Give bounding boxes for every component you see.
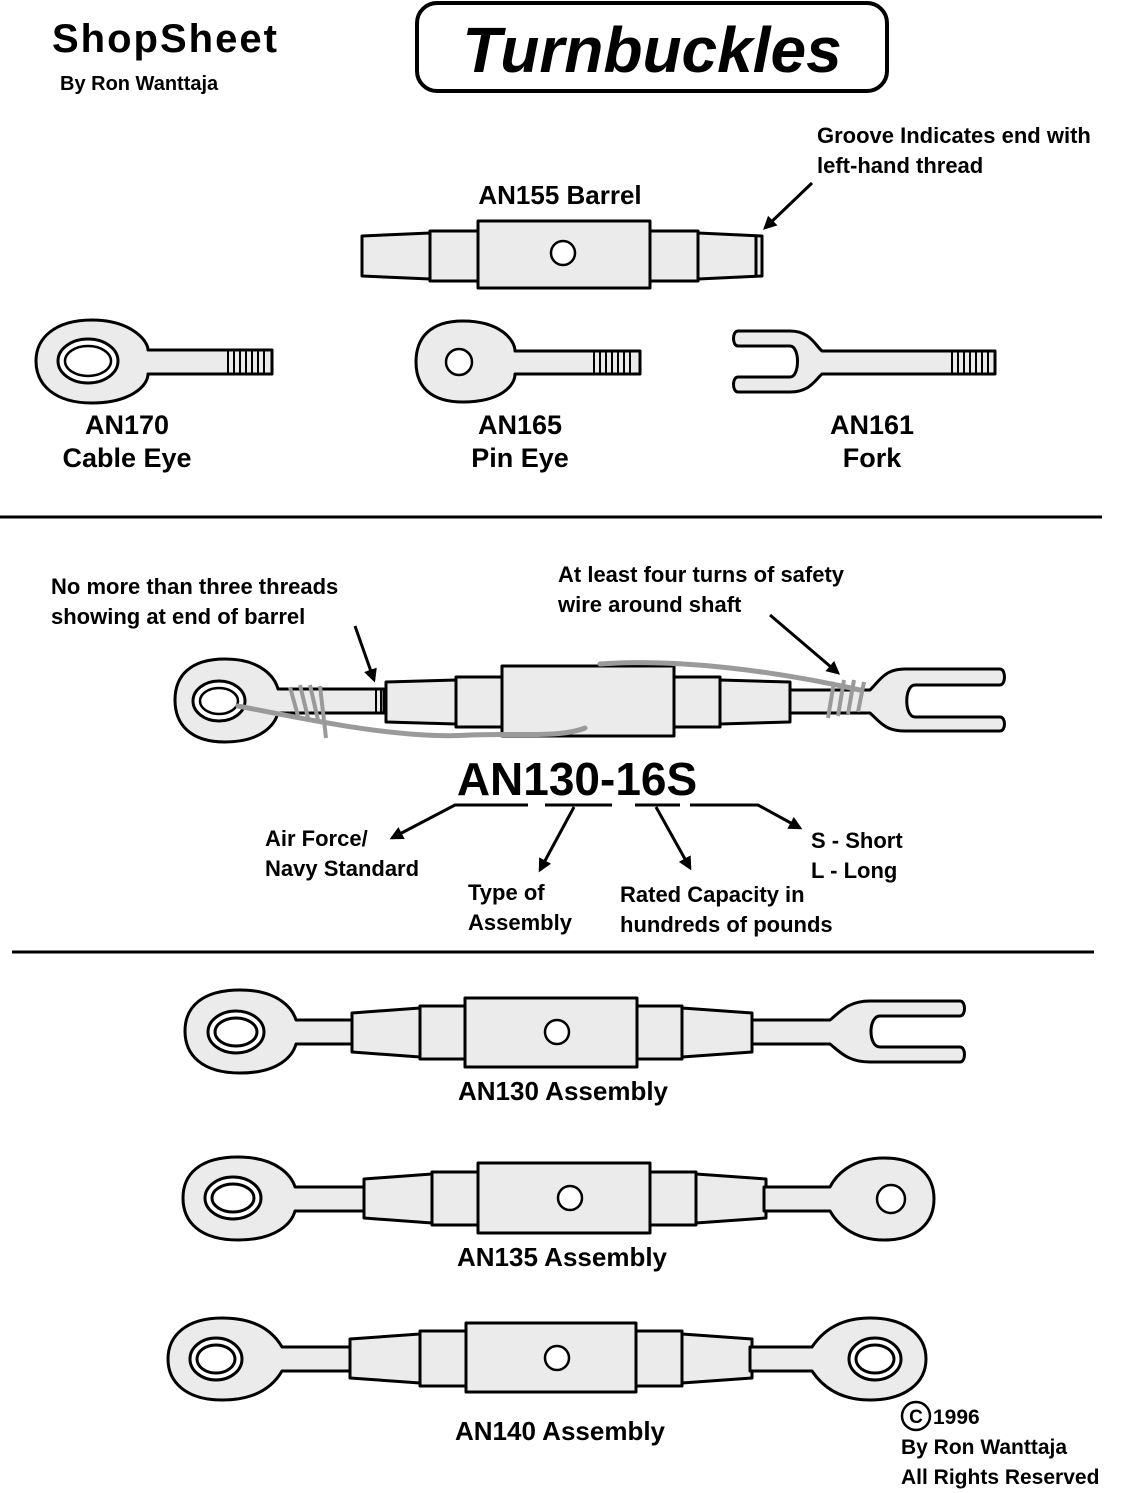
an140-assembly-drawing xyxy=(166,1316,928,1402)
standard-label-line-2: Navy Standard xyxy=(265,856,419,881)
type-arrow xyxy=(538,806,576,873)
title-frame xyxy=(415,1,889,93)
brand-title: ShopSheet xyxy=(52,17,279,61)
safety-arrow xyxy=(769,613,841,675)
part-number: AN130-16S xyxy=(457,753,697,805)
an161-code: AN161 xyxy=(830,410,914,440)
length-label-line-1: S - Short xyxy=(811,828,903,853)
groove-arrow xyxy=(763,181,814,230)
an130-assembly-drawing xyxy=(183,988,966,1075)
an161-name: Fork xyxy=(843,443,902,473)
groove-note-line-2: left-hand thread xyxy=(817,153,983,178)
capacity-arrow xyxy=(654,806,692,871)
type-label-line-2: Assembly xyxy=(468,910,573,935)
standard-arrow xyxy=(389,803,467,840)
barrel-label: AN155 Barrel xyxy=(478,180,641,210)
copyright-year: 1996 xyxy=(933,1406,980,1429)
an165-pin-eye-drawing xyxy=(414,319,642,404)
copyright-author: By Ron Wanttaja xyxy=(901,1436,1067,1459)
an135-assembly-drawing xyxy=(181,1155,936,1242)
standard-label-line-1: Air Force/ xyxy=(265,826,368,851)
an161-fork-drawing xyxy=(732,329,997,394)
groove-note-line-1: Groove Indicates end with xyxy=(817,123,1091,148)
an140-assembly-label: AN140 Assembly xyxy=(455,1416,666,1446)
capacity-label-line-1: Rated Capacity in xyxy=(620,882,805,907)
threads-note-line-2: showing at end of barrel xyxy=(51,604,305,629)
copyright-circle xyxy=(900,1400,932,1432)
copyright-rights: All Rights Reserved xyxy=(901,1466,1099,1489)
an170-code: AN170 xyxy=(85,410,169,440)
capacity-label-line-2: hundreds of pounds xyxy=(620,912,833,937)
page-title: Turnbuckles xyxy=(462,14,841,86)
an170-cable-eye-drawing xyxy=(34,318,274,405)
an130-assembly-label: AN130 Assembly xyxy=(458,1076,669,1106)
an135-assembly-label: AN135 Assembly xyxy=(457,1242,668,1272)
threads-note-line-1: No more than three threads xyxy=(51,574,338,599)
author-byline: By Ron Wanttaja xyxy=(60,73,219,95)
length-arrow xyxy=(748,803,803,830)
an155-barrel-drawing xyxy=(360,219,764,290)
safety-note-line-2: wire around shaft xyxy=(557,592,742,617)
safety-note-line-1: At least four turns of safety xyxy=(558,562,845,587)
an165-code: AN165 xyxy=(478,410,562,440)
an170-name: Cable Eye xyxy=(62,443,191,473)
length-label-line-2: L - Long xyxy=(811,858,897,883)
copyright-symbol: C xyxy=(909,1407,923,1428)
type-label-line-1: Type of xyxy=(468,880,545,905)
threads-arrow xyxy=(353,625,377,683)
safetied-turnbuckle-drawing xyxy=(173,657,1006,744)
an165-name: Pin Eye xyxy=(471,443,569,473)
